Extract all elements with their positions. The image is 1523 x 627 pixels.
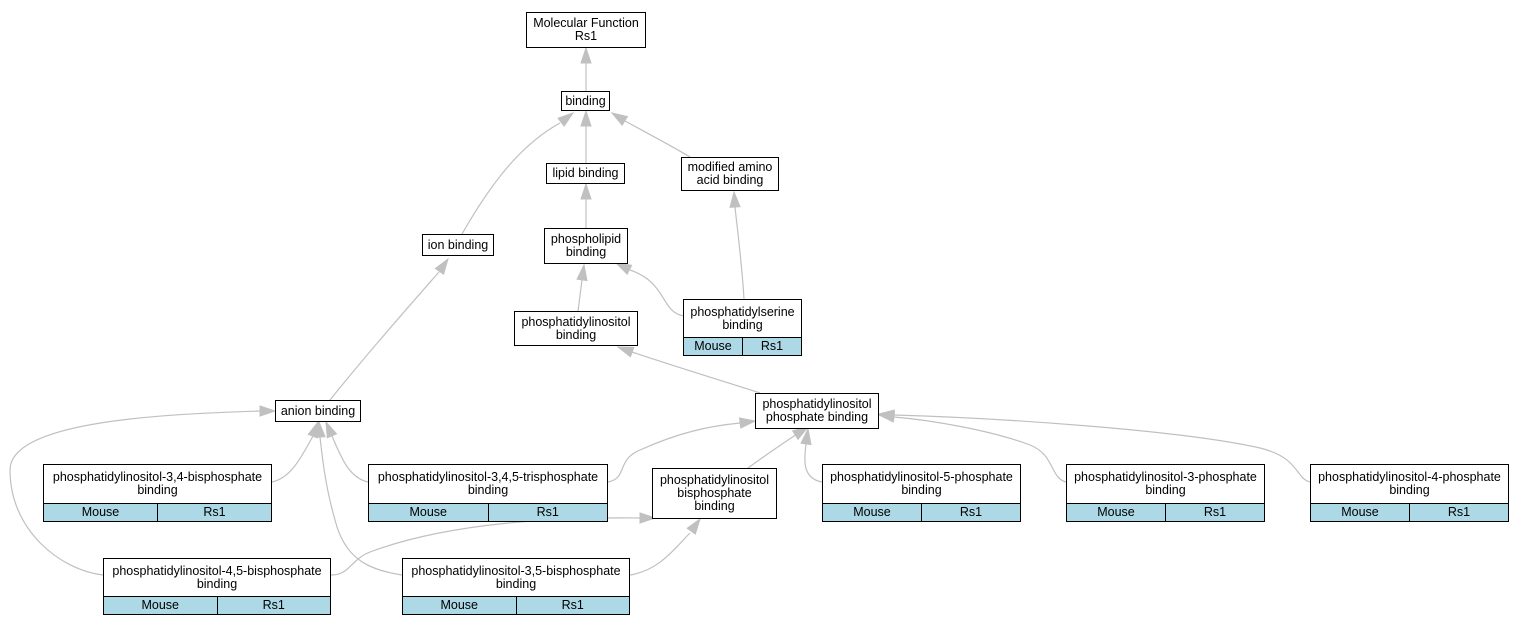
node-p5[interactable]: phosphatidylinositol-5-phosphate binding… (822, 464, 1021, 522)
node-mf[interactable]: Molecular Function Rs1 (526, 12, 646, 48)
node-label: phosphatidylinositol-3,4-bisphosphate bi… (52, 470, 263, 497)
annotation-gene[interactable]: Rs1 (921, 504, 1020, 521)
annotation-row: Mouse Rs1 (403, 596, 629, 614)
annotation-gene[interactable]: Rs1 (1165, 504, 1264, 521)
arrowhead (580, 182, 592, 200)
node-pbis[interactable]: phosphatidylinositol bisphosphate bindin… (652, 468, 777, 519)
annotation-row: Mouse Rs1 (684, 337, 801, 355)
edge-p34-to-anion (271, 420, 319, 483)
arrowhead (738, 417, 757, 429)
arrowhead (580, 109, 592, 127)
edge-lipid-to-binding (580, 109, 592, 163)
edge-pserine-to-modaa (729, 190, 745, 300)
node-label: phospholipid binding (550, 232, 622, 259)
arrowhead (314, 420, 326, 438)
node-label: Molecular Function Rs1 (533, 16, 639, 43)
annotation-species[interactable]: Mouse (853, 505, 891, 519)
arrowhead (686, 517, 701, 535)
node-lipid[interactable]: lipid binding (546, 163, 625, 184)
arrowhead (576, 263, 588, 282)
annotation-row: Mouse Rs1 (369, 503, 607, 521)
arrowhead (639, 512, 657, 524)
annotation-species[interactable]: Mouse (409, 505, 448, 519)
node-p34[interactable]: phosphatidylinositol-3,4-bisphosphate bi… (43, 464, 272, 522)
edge-pino-to-phospholipid (576, 263, 588, 312)
edge-anion-to-ion (329, 257, 449, 401)
annotation-species[interactable]: Mouse (440, 598, 479, 612)
node-label: phosphatidylinositol-4,5-bisphosphate bi… (112, 563, 322, 591)
arrowhead (800, 427, 812, 446)
node-label: modified amino acid binding (687, 160, 773, 187)
annotation-gene[interactable]: Rs1 (487, 504, 608, 521)
annotation-species[interactable]: Mouse (694, 339, 732, 353)
arrowhead (729, 190, 741, 208)
edge-pbis-to-pip (747, 426, 810, 469)
edge-p345-to-pip (607, 417, 757, 483)
node-label: phosphatidylinositol-3,5-bisphosphate bi… (411, 563, 621, 591)
edge-p45-to-anion (9, 405, 277, 576)
node-p45[interactable]: phosphatidylinositol-4,5-bisphosphate bi… (103, 558, 331, 615)
annotation-species[interactable]: Mouse (1097, 505, 1135, 519)
node-label: binding (565, 93, 606, 108)
arrowhead (610, 112, 629, 126)
edge-ion-to-binding (461, 112, 575, 235)
node-phospholipid[interactable]: phospholipid binding (544, 228, 628, 264)
node-modaa[interactable]: modified amino acid binding (681, 157, 779, 191)
edge-p35-to-pbis (629, 517, 701, 576)
edge-p345-to-anion (325, 420, 369, 483)
annotation-gene[interactable]: Rs1 (157, 504, 271, 521)
node-binding[interactable]: binding (561, 91, 610, 111)
arrowhead (616, 346, 635, 358)
arrowhead (877, 409, 895, 421)
annotation-row: Mouse Rs1 (104, 596, 330, 614)
edge-binding-to-mf (580, 46, 592, 91)
annotation-row: Mouse Rs1 (44, 503, 271, 521)
annotation-species[interactable]: Mouse (1341, 505, 1379, 519)
annotation-gene[interactable]: Rs1 (1409, 504, 1508, 521)
annotation-species[interactable]: Mouse (141, 598, 180, 612)
arrowhead (580, 46, 592, 64)
node-label: phosphatidylinositol binding (521, 314, 631, 342)
edge-phospholipid-to-lipid (580, 182, 592, 228)
annotation-gene[interactable]: Rs1 (515, 597, 630, 614)
node-label: ion binding (427, 237, 489, 252)
annotation-gene[interactable]: Rs1 (216, 597, 331, 614)
edge-p5-to-pip (800, 427, 823, 483)
node-label: phosphatidylinositol-5-phosphate binding (830, 470, 1013, 497)
edge-p4-to-pip (877, 409, 1311, 483)
node-label: phosphatidylinositol-3,4,5-trisphosphate… (377, 470, 599, 497)
annotation-gene[interactable]: Rs1 (742, 338, 801, 355)
node-label: phosphatidylinositol-4-phosphate binding (1318, 470, 1501, 497)
annotation-row: Mouse Rs1 (823, 503, 1020, 521)
node-p35[interactable]: phosphatidylinositol-3,5-bisphosphate bi… (402, 558, 630, 615)
node-p3[interactable]: phosphatidylinositol-3-phosphate binding… (1066, 464, 1265, 522)
arrowhead (557, 112, 575, 127)
edge-pip-to-pino (616, 346, 761, 394)
node-p4[interactable]: phosphatidylinositol-4-phosphate binding… (1310, 464, 1509, 522)
annotation-row: Mouse Rs1 (1311, 503, 1508, 521)
node-label: phosphatidylinositol bisphosphate bindin… (659, 473, 770, 513)
node-label: phosphatidylserine binding (690, 304, 795, 332)
node-label: phosphatidylinositol-3-phosphate binding (1074, 470, 1257, 497)
node-p345[interactable]: phosphatidylinositol-3,4,5-trisphosphate… (368, 464, 608, 522)
node-pino[interactable]: phosphatidylinositol binding (514, 311, 638, 346)
edge-modaa-to-binding (610, 112, 691, 158)
edge-pserine-to-phospholipid (614, 262, 685, 317)
arrowhead (614, 262, 633, 276)
annotation-species[interactable]: Mouse (81, 505, 120, 519)
node-label: phosphatidylinositol phosphate binding (762, 397, 872, 424)
arrowhead (259, 405, 277, 417)
edge-p35-to-anion (314, 420, 403, 576)
node-label: anion binding (280, 403, 356, 418)
annotation-row: Mouse Rs1 (1067, 503, 1264, 521)
node-label: lipid binding (552, 166, 619, 180)
node-pip[interactable]: phosphatidylinositol phosphate binding (755, 393, 879, 429)
node-anion[interactable]: anion binding (275, 400, 361, 422)
arrowhead (325, 420, 338, 439)
arrowhead (434, 257, 449, 275)
node-ion[interactable]: ion binding (422, 234, 494, 256)
